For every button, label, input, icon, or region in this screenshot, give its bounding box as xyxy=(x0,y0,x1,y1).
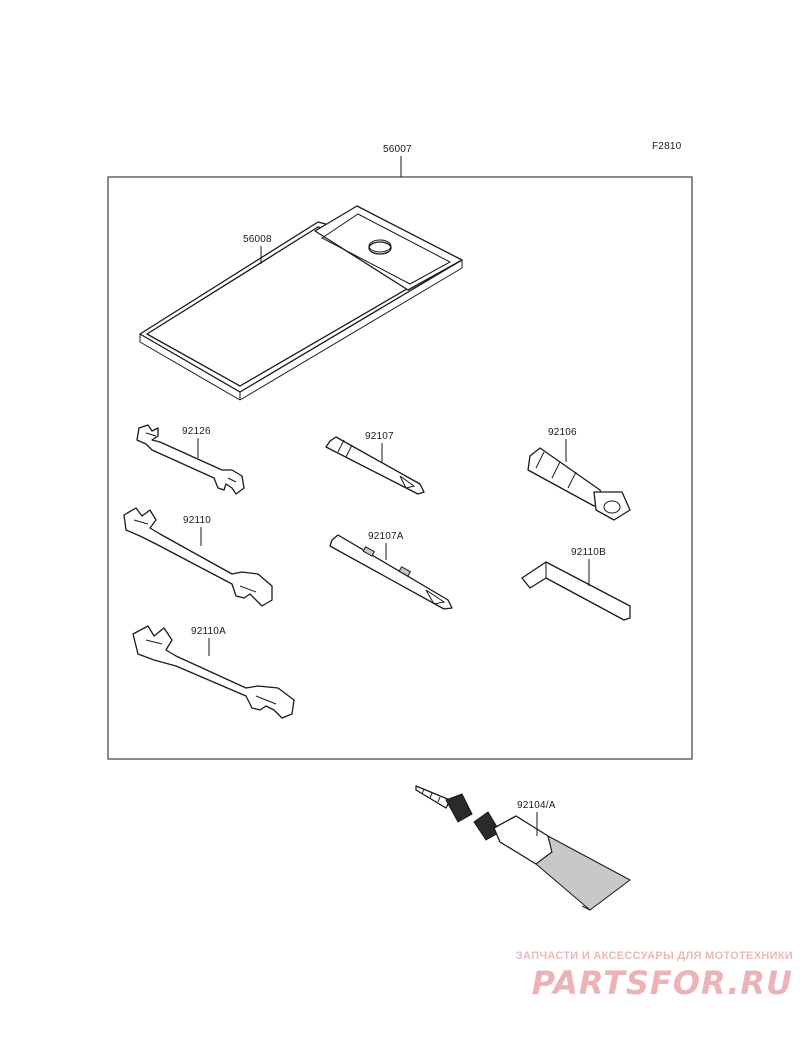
screwdriver[interactable] xyxy=(325,436,425,495)
repair-tube[interactable] xyxy=(415,785,631,911)
label-tool-case[interactable]: 56008 xyxy=(243,234,272,245)
label-screwdriver[interactable]: 92107 xyxy=(365,431,394,442)
watermark-logo: PARTSFOR.RU xyxy=(531,964,793,1002)
screwdriver-alt[interactable] xyxy=(329,534,453,610)
label-screwdriver-alt[interactable]: 92107A xyxy=(368,531,404,542)
tool-case[interactable] xyxy=(139,205,463,401)
label-repair-tube[interactable]: 92104/A xyxy=(517,800,556,811)
label-hex-key[interactable]: 92110B xyxy=(571,547,606,558)
wrench-medium[interactable] xyxy=(123,507,273,607)
hex-key[interactable] xyxy=(521,561,631,621)
label-handle[interactable]: 92106 xyxy=(548,427,577,438)
watermark-tagline: ЗАПЧАСТИ И АКСЕССУАРЫ ДЛЯ МОТОТЕХНИКИ xyxy=(515,950,793,962)
figure-code: F2810 xyxy=(652,141,682,152)
label-wrench-large[interactable]: 92110A xyxy=(191,626,226,637)
handle[interactable] xyxy=(527,447,631,521)
label-tool-kit[interactable]: 56007 xyxy=(383,144,412,155)
wrench-small[interactable] xyxy=(136,424,245,495)
wrench-large[interactable] xyxy=(132,625,295,719)
label-wrench-small[interactable]: 92126 xyxy=(182,426,211,437)
label-wrench-medium[interactable]: 92110 xyxy=(183,515,211,526)
tool-kit-frame xyxy=(107,176,693,760)
